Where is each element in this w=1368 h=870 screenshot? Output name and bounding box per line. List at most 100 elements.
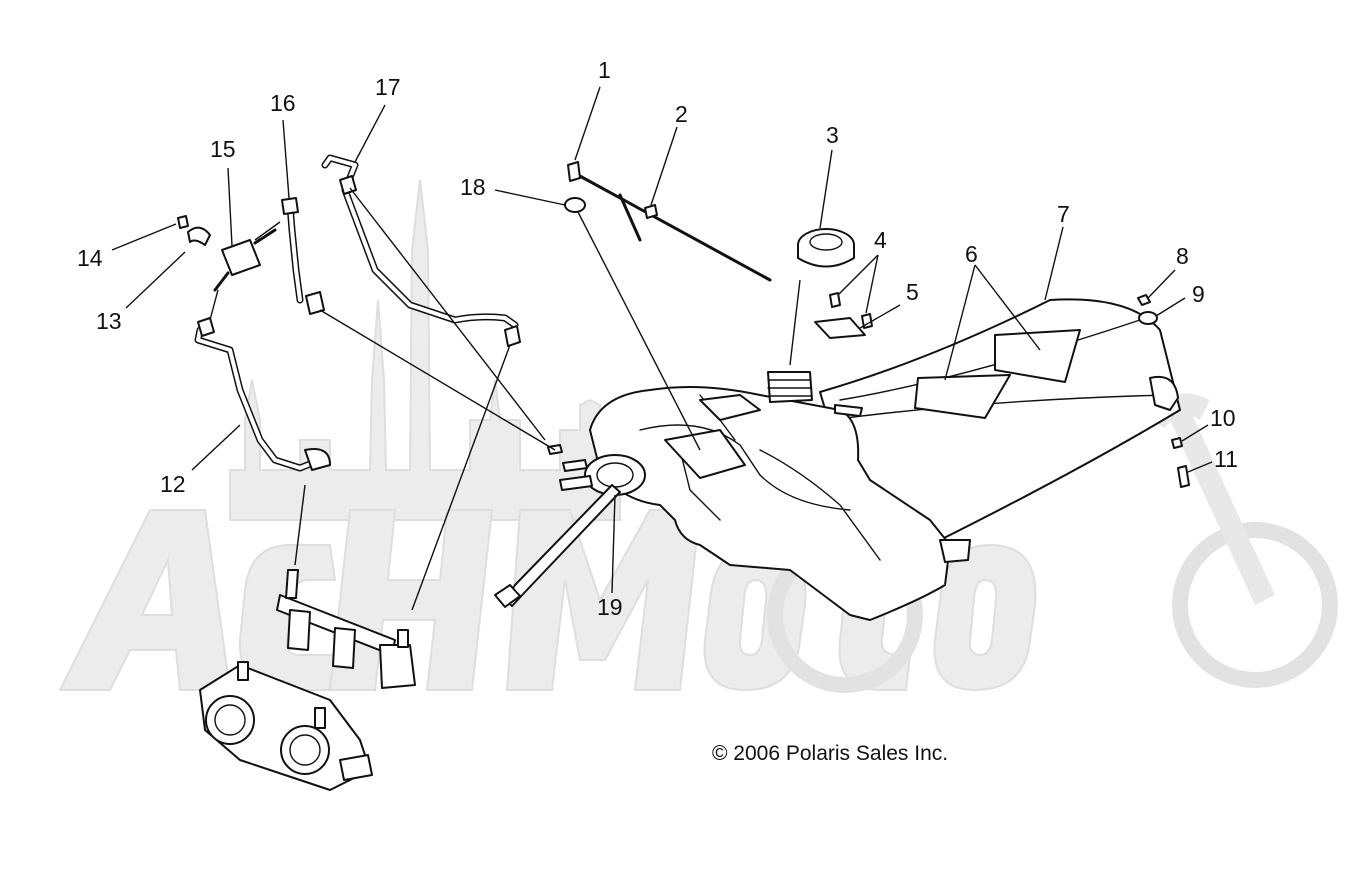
callout-8: 8 xyxy=(1176,243,1189,269)
leader-17 xyxy=(354,104,386,163)
hose-12-end-b xyxy=(304,448,331,471)
leader-19 xyxy=(611,494,616,594)
harness-plug xyxy=(494,584,521,608)
assy-line-cap xyxy=(789,279,801,366)
watermark-front-wheel xyxy=(1172,522,1338,688)
callout-11: 11 xyxy=(1214,446,1238,472)
breather-rod-arm xyxy=(618,193,642,242)
clip-10 xyxy=(1171,437,1183,449)
fuel-pump-harness xyxy=(504,484,621,607)
leader-12 xyxy=(191,424,241,471)
tank-pan-ridge xyxy=(839,319,1141,401)
fuel-filter-in xyxy=(253,228,277,245)
copyright-notice: © 2006 Polaris Sales Inc. xyxy=(712,742,948,765)
callout-16: 16 xyxy=(270,90,296,116)
leader-10 xyxy=(1181,424,1209,442)
assy-line-16b xyxy=(254,221,281,241)
callout-15: 15 xyxy=(210,136,236,162)
screw-14 xyxy=(177,215,189,229)
fuel-filter xyxy=(221,239,261,276)
leader-16 xyxy=(282,119,290,199)
rail-regulator xyxy=(379,644,416,689)
callout-10: 10 xyxy=(1210,405,1236,431)
pump-fitting-2 xyxy=(559,475,593,491)
tank-recess xyxy=(664,429,746,479)
tank-rear-pan xyxy=(819,298,1181,561)
bolt-4a xyxy=(829,292,841,308)
assy-line-15 xyxy=(209,289,219,321)
leader-14 xyxy=(111,223,177,251)
callout-9: 9 xyxy=(1192,281,1205,307)
callout-4: 4 xyxy=(874,227,887,253)
assy-line-18 xyxy=(577,211,701,451)
callout-19: 19 xyxy=(597,594,623,620)
watermark-letter-a xyxy=(58,509,232,691)
bolt-11 xyxy=(1177,465,1190,488)
bracket-5 xyxy=(814,317,866,339)
rail-regulator-nipple xyxy=(397,629,409,648)
callout-7: 7 xyxy=(1057,201,1070,227)
leader-18 xyxy=(494,189,566,206)
callout-13: 13 xyxy=(96,308,122,334)
leader-4a xyxy=(837,254,879,296)
bolt-4b xyxy=(861,313,873,329)
callout-3: 3 xyxy=(826,122,839,148)
throttle-post-a xyxy=(237,661,249,681)
assy-line-12 xyxy=(294,484,306,566)
leader-13 xyxy=(125,251,186,309)
leader-7 xyxy=(1044,226,1064,301)
watermark-letter-o2 xyxy=(933,543,1037,692)
leader-11 xyxy=(1187,461,1213,473)
throttle-linkage xyxy=(339,754,373,781)
watermark-fork xyxy=(1170,410,1275,605)
hose-17-end-b xyxy=(504,325,521,347)
assy-line-16 xyxy=(319,309,556,451)
filler-neck xyxy=(767,371,813,403)
injector-a xyxy=(287,609,311,651)
hose-16-end-a xyxy=(281,197,299,215)
pump-fitting-1 xyxy=(562,459,588,472)
breather-rod xyxy=(576,173,772,282)
throttle-bore-b-inner xyxy=(289,734,321,766)
throttle-bore-a-inner xyxy=(214,704,246,736)
hose-17-end-a xyxy=(339,175,357,195)
fuel-filter-out xyxy=(213,271,230,292)
tank-contour-4 xyxy=(679,449,721,521)
hose-12-end-a xyxy=(197,317,215,337)
decal-6a xyxy=(914,374,1011,419)
leader-3 xyxy=(819,149,833,229)
leader-6a xyxy=(944,264,976,381)
hose-16-core xyxy=(288,203,302,302)
tank-bracket xyxy=(1149,376,1179,411)
watermark-skyline xyxy=(229,179,621,521)
leader-15 xyxy=(227,167,233,247)
hose-16-end-b xyxy=(305,291,325,315)
callout-12: 12 xyxy=(160,471,186,497)
leader-9 xyxy=(1155,297,1186,317)
leader-2 xyxy=(650,126,678,206)
leader-1 xyxy=(574,86,601,161)
leader-8 xyxy=(1147,269,1176,299)
injector-b xyxy=(332,627,356,669)
callout-14: 14 xyxy=(77,245,103,271)
rail-inlet xyxy=(285,569,299,599)
clamp-13 xyxy=(187,226,211,246)
leader-6b xyxy=(974,264,1041,351)
decal-6b xyxy=(994,329,1081,383)
fuel-cap-body xyxy=(797,244,855,268)
assy-line-reg xyxy=(411,344,511,611)
throttle-bore-b xyxy=(280,725,330,775)
throttle-bore-a xyxy=(205,695,255,745)
callout-numbers: 1 2 3 4 5 6 7 8 9 10 11 12 13 14 15 16 1… xyxy=(77,57,1238,620)
callout-1: 1 xyxy=(598,57,611,83)
leader-4b xyxy=(865,254,879,314)
grommet-18 xyxy=(564,197,586,213)
callout-2: 2 xyxy=(675,101,688,127)
leader-5 xyxy=(859,304,901,329)
screw-1 xyxy=(567,161,581,182)
throttle-post-b xyxy=(314,707,326,729)
fuel-cap-top xyxy=(809,233,843,251)
assy-line-17 xyxy=(349,187,546,441)
callout-18: 18 xyxy=(460,174,486,200)
